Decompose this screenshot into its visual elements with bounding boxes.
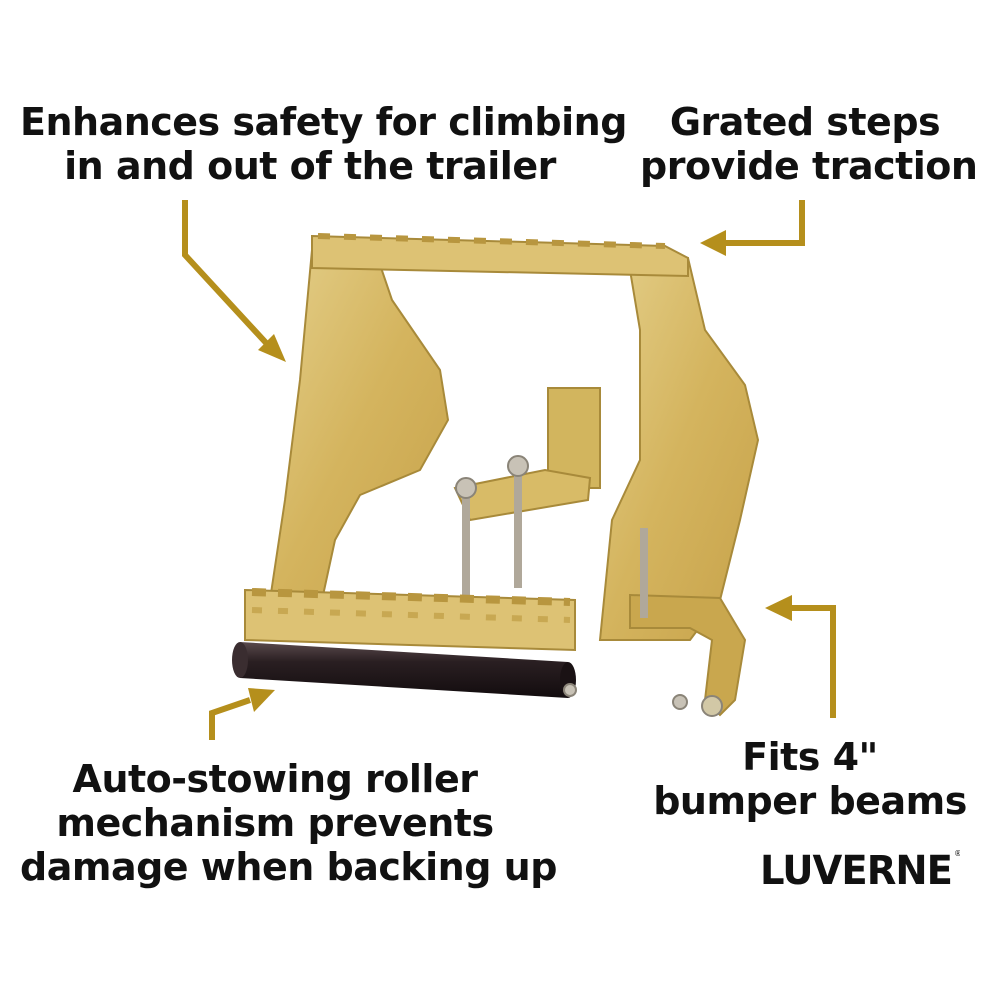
arrow-fit-icon: [765, 595, 836, 718]
callout-safety-line2: in and out of the trailer: [64, 144, 556, 188]
arrow-safety-icon: [182, 200, 286, 362]
luverne-logo: LUVERNE ®: [760, 848, 960, 894]
callout-roller-line3: damage when backing up: [20, 845, 557, 889]
callout-steps: Grated steps provide traction: [640, 100, 978, 188]
callout-fit: Fits 4" bumper beams: [650, 735, 970, 823]
callout-fit-line1: Fits 4": [742, 735, 878, 779]
step-body: [232, 233, 760, 717]
callout-steps-line2: provide traction: [640, 144, 978, 188]
callout-steps-line1: Grated steps: [669, 100, 941, 144]
arrow-roller-icon: [209, 688, 275, 740]
callout-roller-line1: Auto-stowing roller: [72, 757, 478, 801]
svg-text:®: ®: [954, 849, 960, 858]
brand-name: LUVERNE: [760, 848, 952, 894]
callout-roller: Auto-stowing roller mechanism prevents d…: [20, 757, 557, 889]
callout-safety: Enhances safety for climbing in and out …: [20, 100, 627, 188]
callout-safety-line1: Enhances safety for climbing: [20, 100, 627, 144]
callout-roller-line2: mechanism prevents: [56, 801, 494, 845]
callout-fit-line2: bumper beams: [653, 779, 967, 823]
arrow-steps-icon: [700, 200, 805, 256]
